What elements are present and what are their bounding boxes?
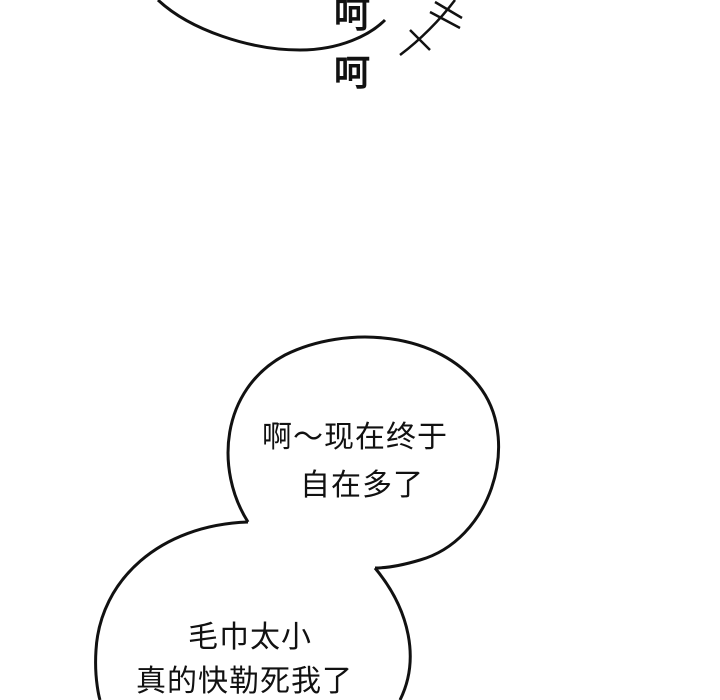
upper-bubble-outline <box>226 335 501 570</box>
sfx-bottom-text: 呵 <box>334 53 371 94</box>
effect-strokes <box>399 0 463 56</box>
lower-bubble-line-2: 真的快勒死我了 <box>136 664 353 699</box>
top-bubble-outline <box>156 0 387 52</box>
lower-bubble-line-1: 毛巾太小 <box>188 620 312 655</box>
upper-bubble-line-1: 啊～现在终于 <box>262 420 448 455</box>
upper-bubble-line-2: 自在多了 <box>300 468 424 503</box>
lower-bubble-outline <box>94 520 412 700</box>
sfx-top-text: 呵 <box>334 0 371 36</box>
